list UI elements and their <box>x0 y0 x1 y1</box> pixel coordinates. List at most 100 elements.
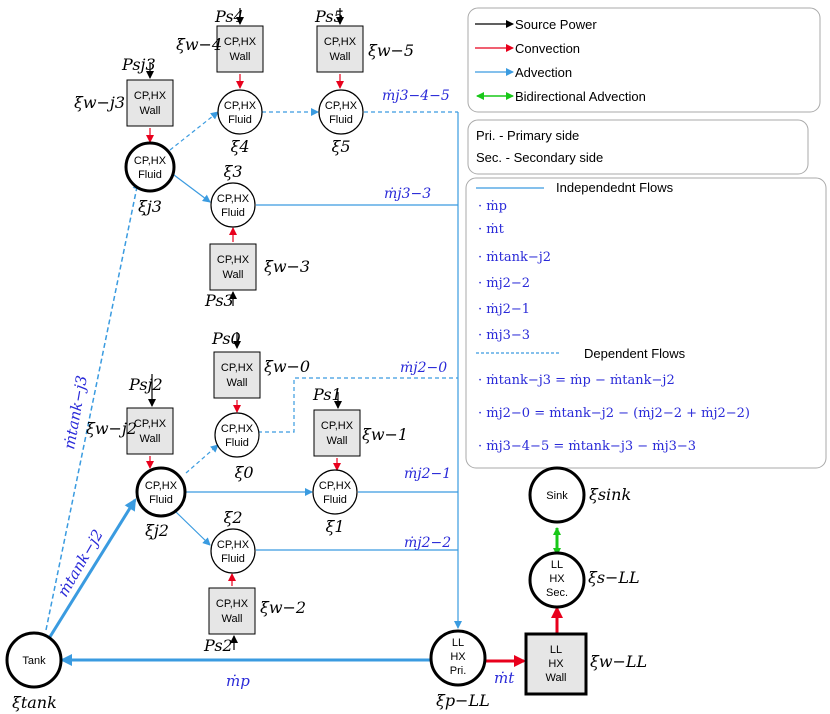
flow-mj3-4-5-eq: · ṁj3−4−5 = ṁtank−j3 − ṁj3−3 <box>478 439 696 454</box>
flow-mtank-j3-eq: · ṁtank−j3 = ṁp − ṁtank−j2 <box>478 373 675 388</box>
svg-text:Fluid: Fluid <box>329 114 353 126</box>
svg-text:Fluid: Fluid <box>225 437 249 449</box>
label-xi-w-5: ξw−5 <box>368 41 414 60</box>
dependent-flows-title: Dependent Flows <box>584 346 686 361</box>
sides-box: Pri. - Primary side Sec. - Secondary sid… <box>467 119 809 175</box>
flow-mj2-2: · ṁj2−2 <box>478 276 530 291</box>
flow-mj2-0-eq: · ṁj2−0 = ṁtank−j2 − (ṁj2−2 + ṁj2−2) <box>478 406 750 421</box>
legend-box: Source Power Convection Advection Bidire… <box>467 7 821 113</box>
label-m-j3-3: ṁj3−3 <box>384 186 431 202</box>
wall-5: CP,HX Wall <box>316 25 364 73</box>
legend-convection: Convection <box>515 41 580 56</box>
label-xi-tank: ξtank <box>12 693 57 712</box>
svg-text:Pri.: Pri. <box>450 665 467 677</box>
svg-text:Sec.: Sec. <box>546 587 568 599</box>
label-m-t: ṁt <box>494 669 515 687</box>
svg-text:Wall: Wall <box>230 51 251 63</box>
svg-text:Fluid: Fluid <box>228 114 252 126</box>
wall-2: CP,HX Wall <box>208 587 256 635</box>
svg-text:Wall: Wall <box>330 51 351 63</box>
svg-text:Fluid: Fluid <box>138 169 162 181</box>
svg-text:HX: HX <box>450 651 466 663</box>
label-xi-0: ξ0 <box>235 463 254 482</box>
svg-text:Wall: Wall <box>223 269 244 281</box>
svg-text:CP,HX: CP,HX <box>134 90 167 102</box>
label-xi-j2: ξj2 <box>145 521 169 540</box>
label-xi-w-2: ξw−2 <box>260 598 306 617</box>
label-xi-1: ξ1 <box>326 517 345 536</box>
svg-text:Sink: Sink <box>546 490 568 502</box>
wall-1: CP,HX Wall <box>313 409 361 457</box>
svg-text:Fluid: Fluid <box>149 494 173 506</box>
wall-4: CP,HX Wall <box>216 25 264 73</box>
label-xi-w-j2: ξw−j2 <box>86 419 137 438</box>
svg-text:Fluid: Fluid <box>221 553 245 565</box>
fluid-4: CP,HX Fluid <box>217 89 263 135</box>
fluid-0: CP,HX Fluid <box>214 412 260 458</box>
label-P-3: Ps3 <box>204 291 234 310</box>
fluid-j2: CP,HX Fluid <box>135 466 187 518</box>
svg-text:Wall: Wall <box>222 613 243 625</box>
svg-text:CP,HX: CP,HX <box>224 36 257 48</box>
label-xi-w-ll: ξw−LL <box>590 652 647 671</box>
label-m-p: ṁp <box>226 672 250 690</box>
svg-text:CP,HX: CP,HX <box>134 418 167 430</box>
label-P-1: Ps1 <box>312 385 342 404</box>
label-xi-w-j3: ξw−j3 <box>74 93 125 112</box>
sink-node: Sink <box>528 466 586 524</box>
label-xi-3: ξ3 <box>224 162 243 181</box>
secondary-side-label: Sec. - Secondary side <box>476 150 603 165</box>
label-m-j2-0: ṁj2−0 <box>400 360 447 376</box>
label-m-j3-4-5: ṁj3−4−5 <box>382 88 450 104</box>
svg-text:CP,HX: CP,HX <box>216 598 249 610</box>
flow-mj3-3: · ṁj3−3 <box>478 328 530 343</box>
wall-j2: CP,HX Wall <box>126 407 174 455</box>
svg-text:CP,HX: CP,HX <box>319 480 352 492</box>
svg-text:Wall: Wall <box>546 672 567 684</box>
svg-text:LL: LL <box>551 559 563 571</box>
label-xi-2: ξ2 <box>224 508 243 527</box>
svg-text:Wall: Wall <box>227 377 248 389</box>
flow-mp: · ṁp <box>478 199 507 214</box>
svg-text:CP,HX: CP,HX <box>221 362 254 374</box>
label-xi-j3: ξj3 <box>138 197 162 216</box>
svg-text:CP,HX: CP,HX <box>224 100 257 112</box>
ll-sec-node: LL HX Sec. <box>528 551 586 609</box>
svg-text:CP,HX: CP,HX <box>325 100 358 112</box>
wall-3: CP,HX Wall <box>209 243 257 291</box>
label-xi-p-ll: ξp−LL <box>436 691 490 710</box>
svg-text:CP,HX: CP,HX <box>217 254 250 266</box>
svg-text:CP,HX: CP,HX <box>145 480 178 492</box>
label-P-j2: Psj2 <box>128 375 163 394</box>
tank-node: Tank <box>5 631 63 689</box>
legend-source-power: Source Power <box>515 17 597 32</box>
fluid-5: CP,HX Fluid <box>318 89 364 135</box>
label-P-0: Ps0 <box>211 329 241 348</box>
svg-text:CP,HX: CP,HX <box>217 539 250 551</box>
flow-mj2-1: · ṁj2−1 <box>478 302 530 317</box>
svg-text:LL: LL <box>452 637 464 649</box>
label-xi-w-3: ξw−3 <box>264 257 310 276</box>
flow-mtank-j2: · ṁtank−j2 <box>478 250 551 265</box>
fluid-1: CP,HX Fluid <box>312 469 358 515</box>
label-xi-4: ξ4 <box>231 137 250 156</box>
svg-text:CP,HX: CP,HX <box>324 36 357 48</box>
svg-text:Tank: Tank <box>22 655 46 667</box>
svg-text:Wall: Wall <box>140 105 161 117</box>
fluid-2: CP,HX Fluid <box>210 528 256 574</box>
svg-text:Wall: Wall <box>140 433 161 445</box>
label-xi-w-0: ξw−0 <box>264 357 310 376</box>
label-xi-5: ξ5 <box>332 137 351 156</box>
svg-text:Fluid: Fluid <box>323 494 347 506</box>
primary-side-label: Pri. - Primary side <box>476 128 579 143</box>
ll-pri-node: LL HX Pri. <box>429 629 487 687</box>
label-m-j2-1: ṁj2−1 <box>404 466 451 482</box>
label-xi-w-1: ξw−1 <box>362 425 408 444</box>
legend-bidirectional: Bidirectional Advection <box>515 89 646 104</box>
flows-box: Independednt Flows · ṁp · ṁt · ṁtank−j2 … <box>465 177 827 469</box>
svg-text:HX: HX <box>549 573 565 585</box>
label-P-j3: Psj3 <box>121 55 156 74</box>
label-P-4: Ps4 <box>214 7 244 26</box>
svg-text:CP,HX: CP,HX <box>221 423 254 435</box>
